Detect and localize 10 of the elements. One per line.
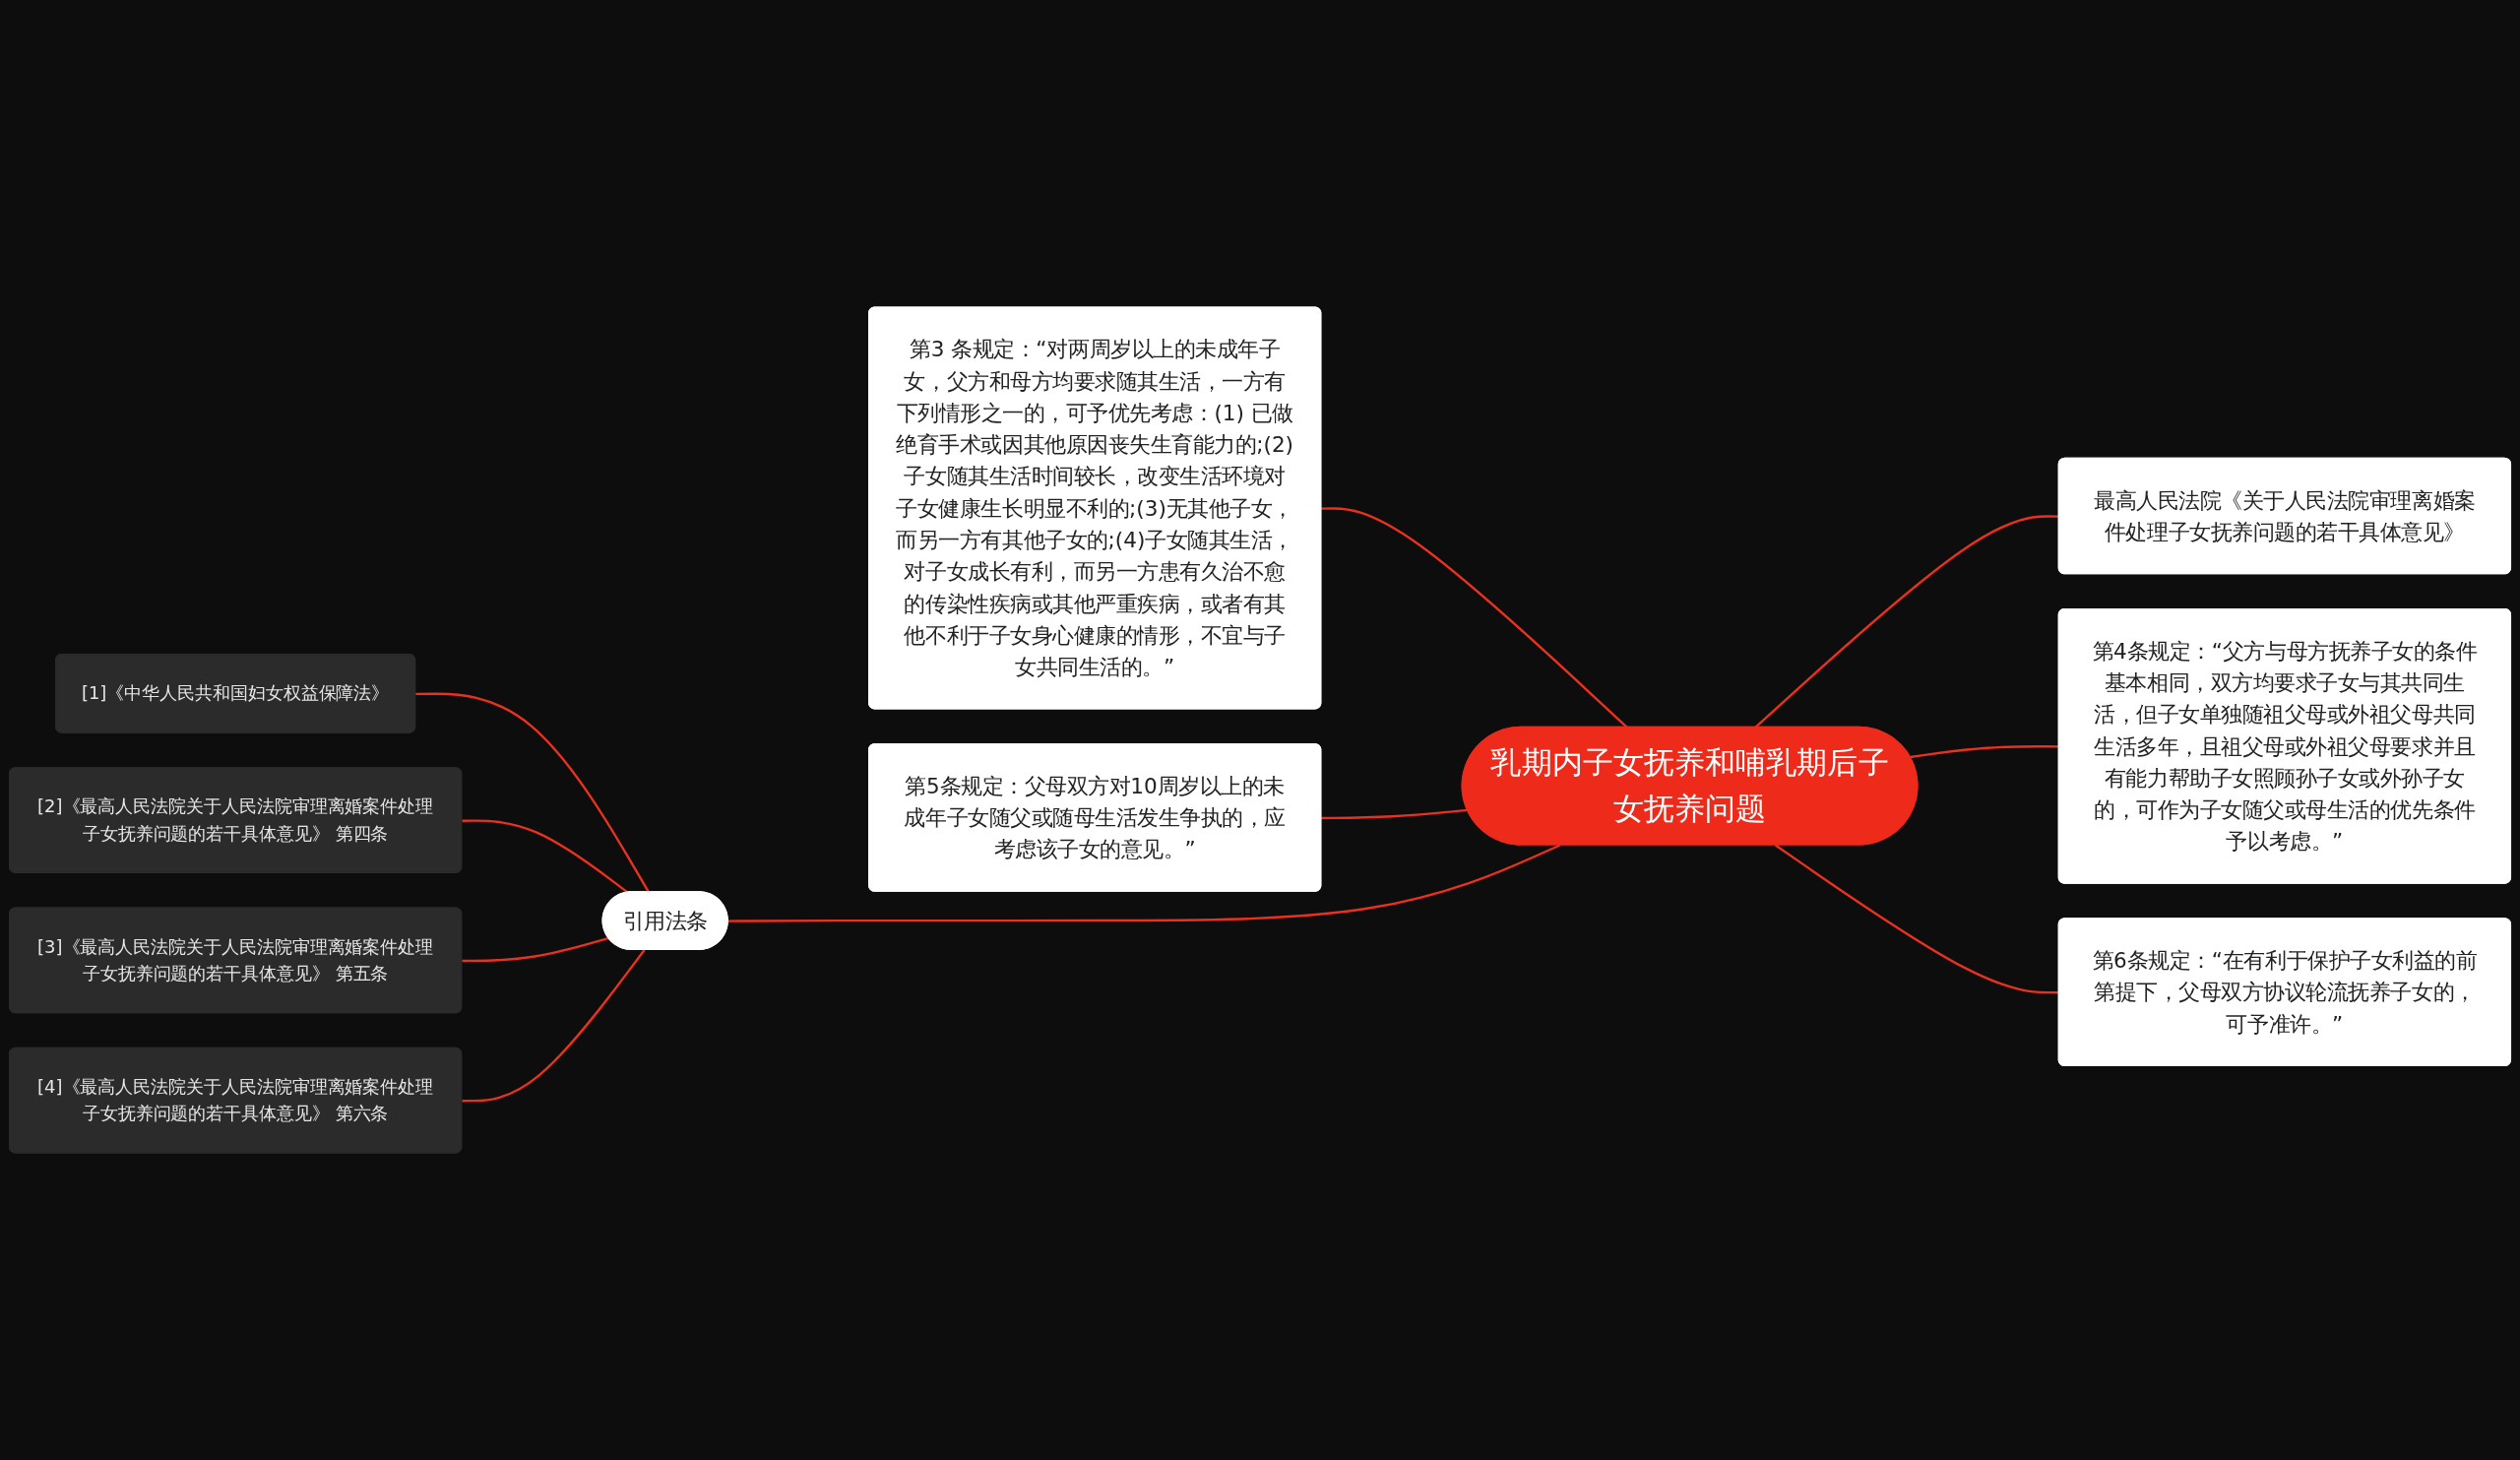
connector [462,936,609,963]
connector [462,949,646,1103]
connector [1910,745,2059,759]
connector [415,692,651,893]
connector [1321,808,1468,820]
connector [1754,515,2059,729]
connector [1321,507,1628,729]
connector [1774,844,2059,994]
connector [462,819,629,894]
connector [727,844,1561,922]
